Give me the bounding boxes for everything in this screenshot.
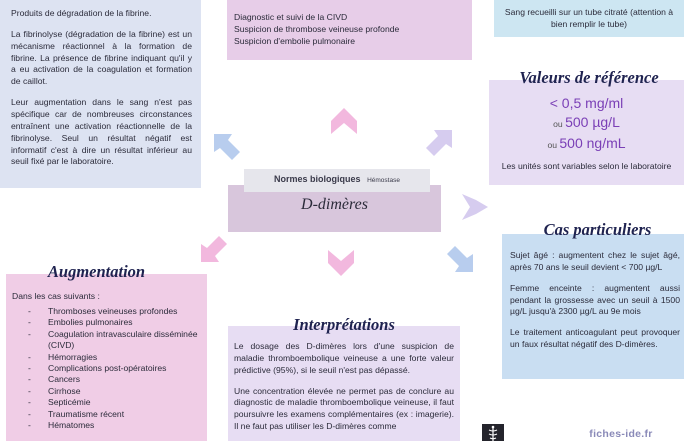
indication-line: Diagnostic et suivi de la CIVD — [234, 12, 348, 22]
list-item: Hématomes — [28, 420, 203, 432]
interpretation-paragraph: Une concentration élevée ne permet pas d… — [234, 385, 454, 432]
arrow-down-right-icon — [447, 246, 473, 272]
list-item: Septicémie — [28, 397, 203, 409]
interpretations-title: Interprétations — [293, 315, 395, 334]
list-item: Embolies pulmonaires — [28, 317, 203, 329]
arrow-up-left-icon — [214, 134, 240, 160]
interpretation-paragraph: Le dosage des D-dimères lors d'une suspi… — [234, 341, 454, 375]
list-item: Hémorragies — [28, 352, 203, 364]
arrow-down-icon — [328, 250, 354, 276]
page-title: D-dimères — [301, 196, 368, 213]
reference-value-ug: 500 µg/L — [565, 114, 620, 131]
augmentation-list: Thromboses veineuses profondes Embolies … — [12, 306, 203, 432]
definition-paragraph: La fibrinolyse (dégradation de la fibrin… — [11, 28, 192, 87]
caduceus-logo-icon — [482, 424, 504, 441]
cas-paragraph: Femme enceinte : augmentent aussi pendan… — [510, 282, 680, 317]
indication-line: Suspicion de thrombose veineuse profonde — [234, 24, 400, 35]
reference-value-mg: < 0,5 mg/ml — [549, 95, 624, 111]
reference-value-ng: 500 ng/mL — [559, 134, 626, 151]
definition-box: Produits de dégradation de la fibrine. L… — [0, 0, 201, 188]
site-name[interactable]: fiches-ide.fr — [589, 428, 653, 440]
indications-box: Diagnostic et suivi de la CIVD Suspicion… — [227, 0, 472, 60]
list-item: Coagulation intravasculaire disséminée (… — [28, 329, 203, 352]
list-item: Traumatisme récent — [28, 409, 203, 421]
interpretations-box: Le dosage des D-dimères lors d'une suspi… — [228, 326, 460, 441]
arrow-up-right-icon — [426, 130, 452, 156]
arrow-right-icon — [462, 194, 488, 220]
cas-particuliers-box: Sujet âgé : augmentent chez le sujet âgé… — [502, 234, 684, 379]
definition-paragraph: Leur augmentation dans le sang n'est pas… — [11, 97, 192, 167]
prelevement-text: Sang recueilli sur un tube citraté (atte… — [504, 7, 674, 29]
center-header-label: Normes biologiques — [274, 174, 361, 184]
center-header: Normes biologiques Hémostase — [244, 169, 430, 192]
list-item: Cirrhose — [28, 386, 203, 398]
augmentation-title: Augmentation — [47, 262, 146, 281]
reference-or: ou — [553, 119, 563, 130]
reference-or: ou — [547, 139, 557, 150]
cas-particuliers-title: Cas particuliers — [543, 220, 652, 239]
augmentation-intro: Dans les cas suivants : — [12, 291, 100, 301]
center-title-box: D-dimères — [228, 185, 441, 232]
definition-paragraph: Produits de dégradation de la fibrine. — [11, 8, 152, 18]
arrow-up-icon — [331, 108, 357, 134]
arrow-down-left-icon — [201, 236, 227, 262]
list-item: Thromboses veineuses profondes — [28, 306, 203, 318]
center-header-sub: Hémostase — [367, 177, 400, 184]
list-item: Cancers — [28, 374, 203, 386]
indication-line: Suspicion d'embolie pulmonaire — [234, 36, 356, 47]
reference-note: Les unités sont variables selon le labor… — [501, 161, 672, 172]
list-item: Complications post-opératoires — [28, 363, 203, 375]
prelevement-box: Sang recueilli sur un tube citraté (atte… — [494, 0, 684, 37]
reference-box: < 0,5 mg/ml ou 500 µg/L ou 500 ng/mL Les… — [489, 80, 684, 185]
augmentation-box: Dans les cas suivants : Thromboses veine… — [6, 274, 207, 441]
reference-title: Valeurs de référence — [519, 68, 659, 87]
cas-paragraph: Le traitement anticoagulant peut provoqu… — [510, 327, 680, 350]
cas-paragraph: Sujet âgé : augmentent chez le sujet âgé… — [510, 250, 680, 272]
